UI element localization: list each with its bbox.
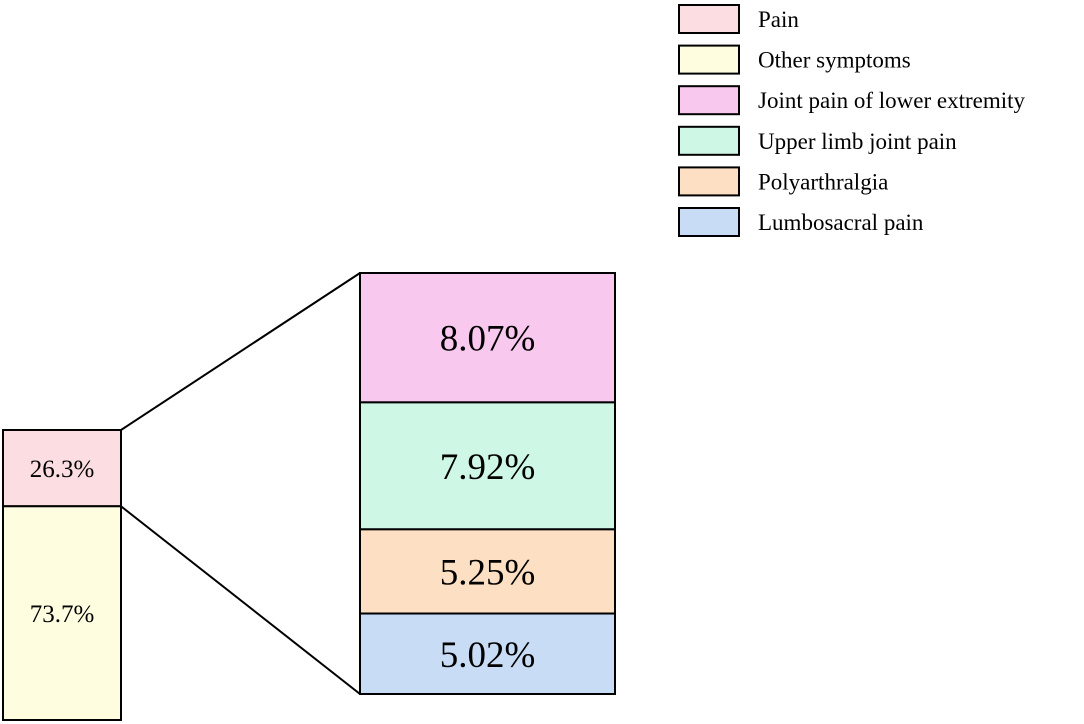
legend-swatch-pain — [678, 4, 740, 34]
primary-label-other-symptoms: 73.7% — [30, 601, 95, 628]
connector-lines — [120, 272, 361, 695]
breakdown-bar: 8.07% 7.92% 5.25% 5.02% — [359, 272, 616, 695]
legend-label-lumbosacral-pain: Lumbosacral pain — [758, 210, 924, 235]
legend-label-polyarthralgia: Polyarthralgia — [758, 169, 888, 194]
breakdown-segment-lumbosacral-pain — [359, 612, 616, 695]
legend-swatch-lumbosacral-pain — [678, 207, 740, 237]
breakdown-segment-joint-pain-of-lower-extremity — [359, 272, 616, 404]
breakdown-label-polyarthralgia: 5.25% — [440, 552, 536, 593]
legend-swatch-joint-pain-of-lower-extremity — [678, 85, 740, 116]
primary-label-pain: 26.3% — [30, 456, 95, 483]
breakdown-label-upper-limb-joint-pain: 7.92% — [440, 447, 536, 488]
legend-label-upper-limb-joint-pain: Upper limb joint pain — [758, 129, 957, 154]
legend-swatch-upper-limb-joint-pain — [678, 125, 740, 156]
legend-label-joint-pain-of-lower-extremity: Joint pain of lower extremity — [758, 88, 1025, 113]
primary-segment-other-symptoms — [2, 505, 122, 721]
legend-swatch-other-symptoms — [678, 44, 740, 75]
connector-line-bottom — [120, 505, 361, 695]
breakdown-label-lumbosacral-pain: 5.02% — [440, 635, 536, 676]
primary-segment-pain — [2, 429, 122, 508]
legend-label-pain: Pain — [758, 7, 799, 32]
connector-line-top — [120, 272, 361, 431]
breakdown-segment-upper-limb-joint-pain — [359, 401, 616, 531]
legend-label-other-symptoms: Other symptoms — [758, 48, 911, 73]
primary-bar: 26.3% 73.7% — [2, 429, 122, 721]
legend-swatch-polyarthralgia — [678, 166, 740, 197]
breakdown-label-joint-pain-of-lower-extremity: 8.07% — [440, 319, 536, 360]
